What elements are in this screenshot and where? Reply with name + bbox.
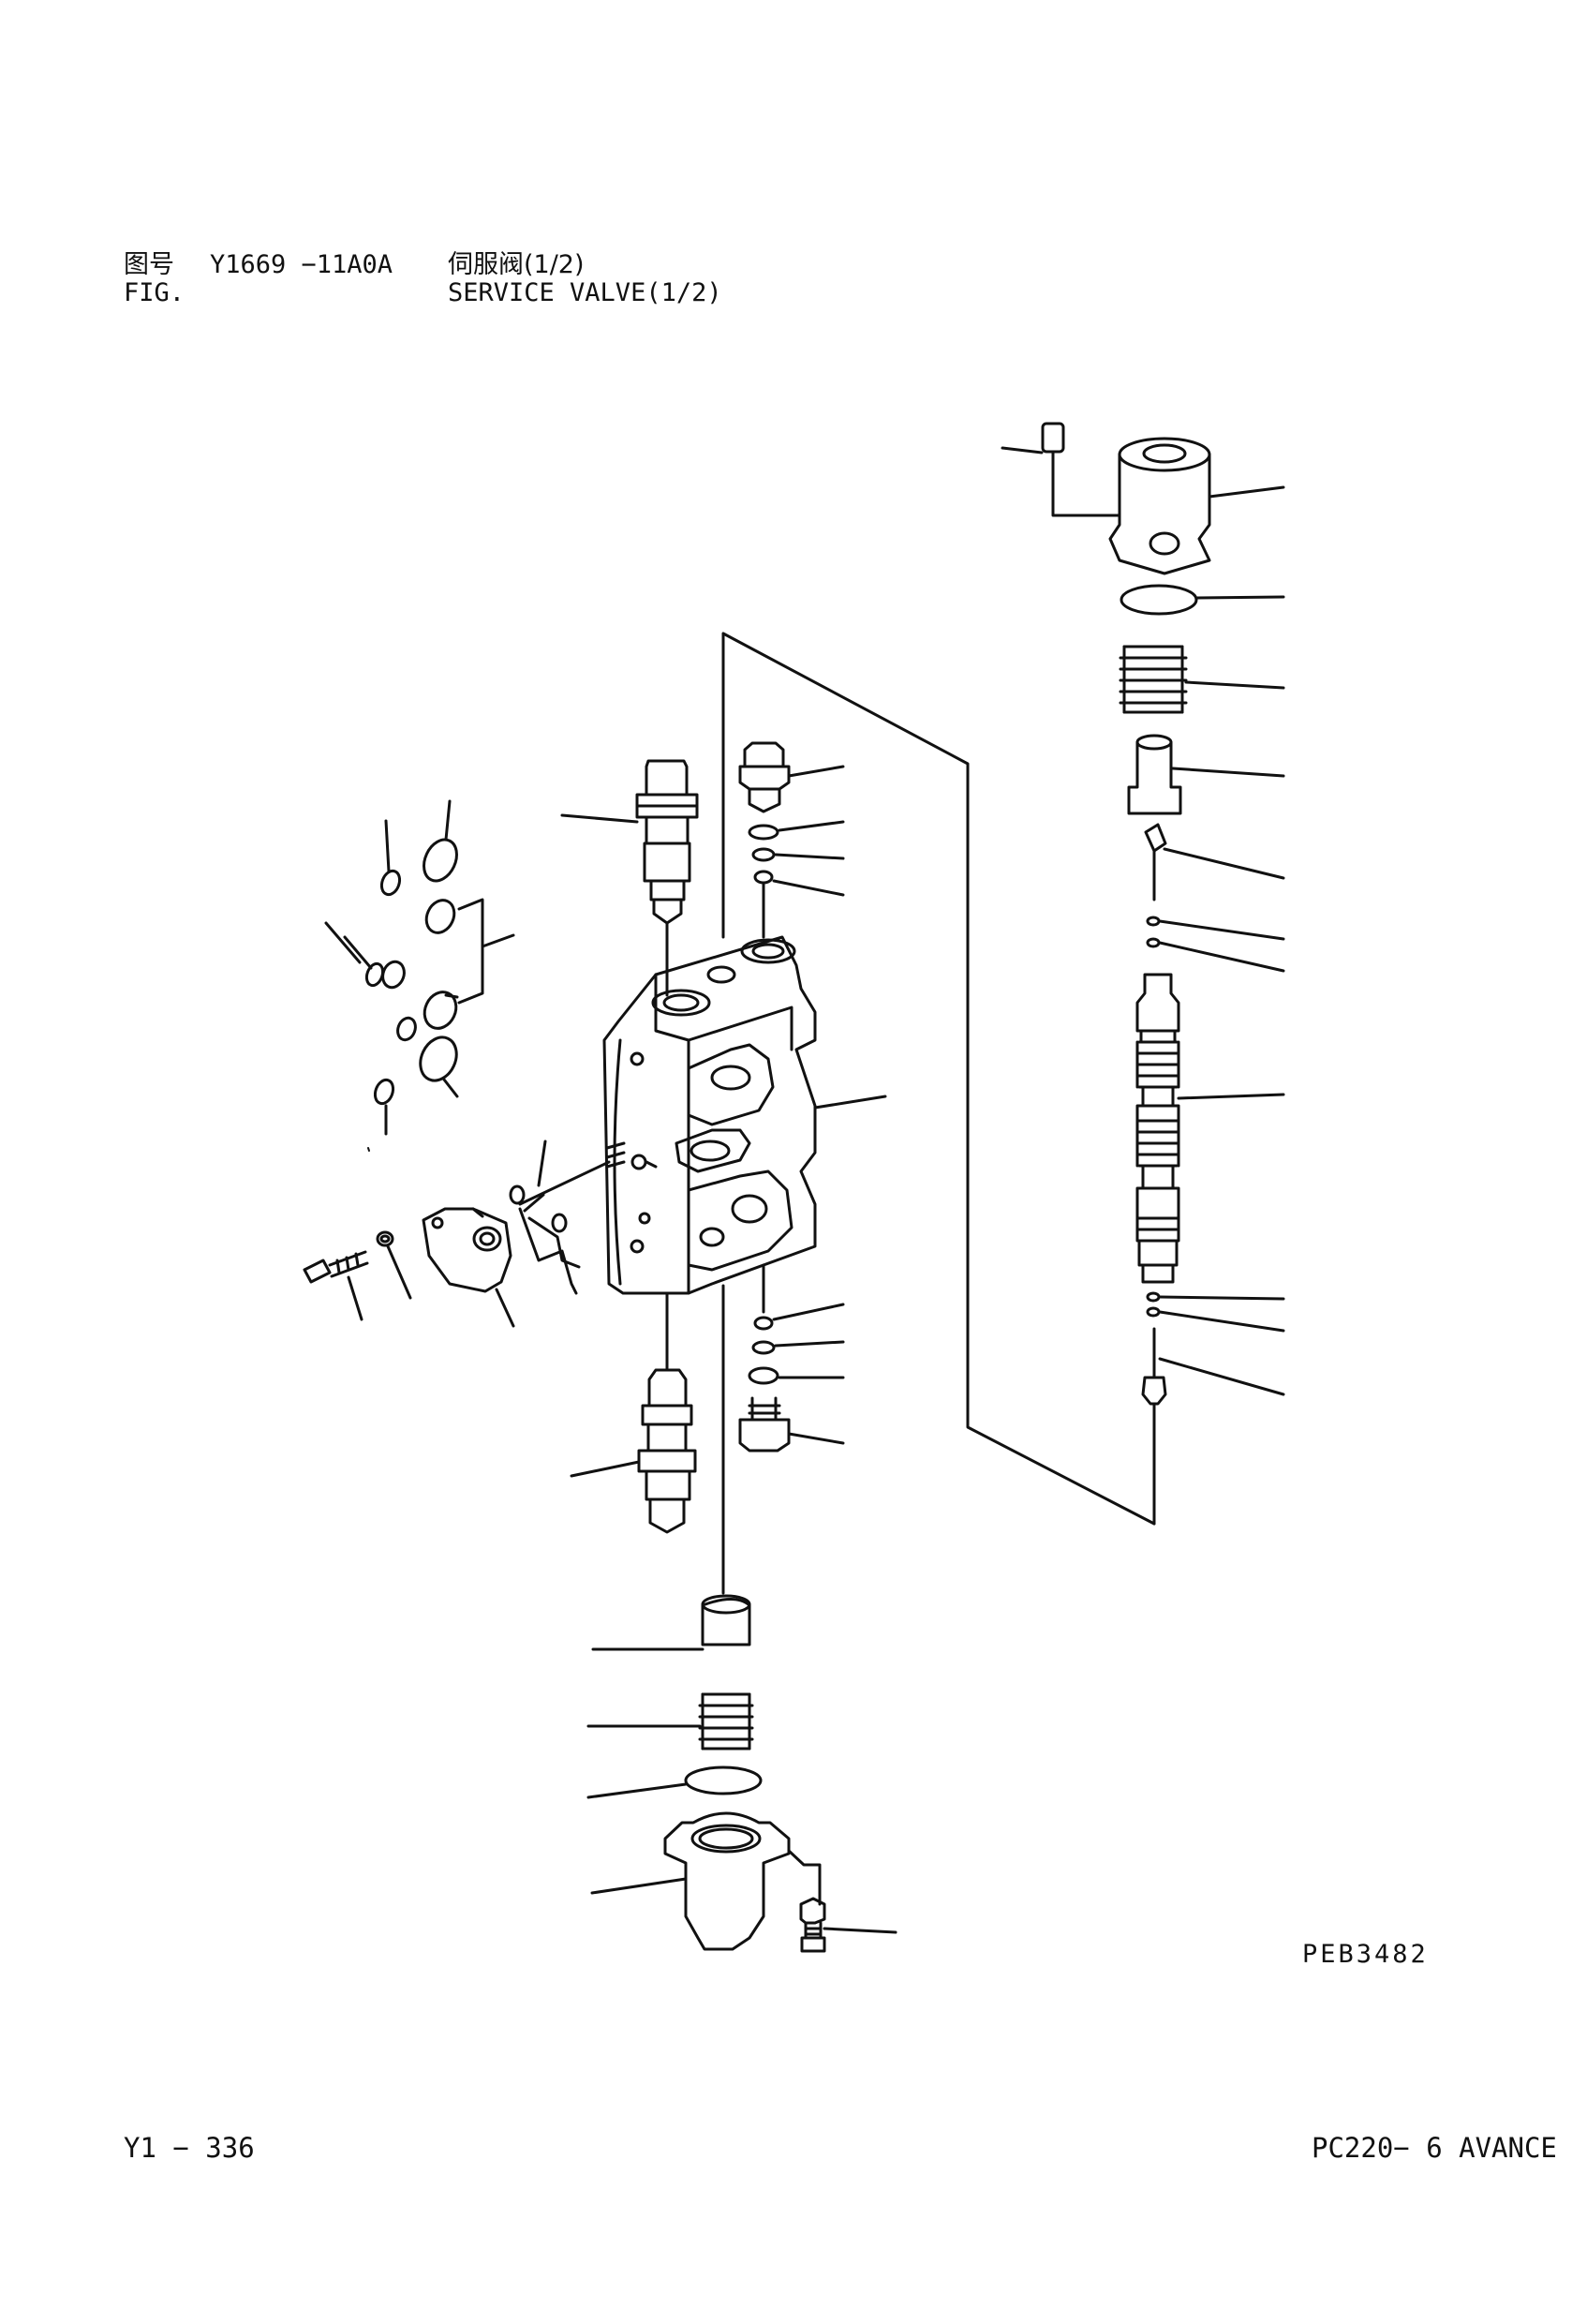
relief-valve-top	[560, 759, 699, 997]
assembly-frame-lines	[721, 632, 1156, 1526]
side-cover	[303, 1140, 611, 1328]
bottom-stack	[586, 1284, 897, 1953]
spring-seat-top	[1127, 734, 1285, 815]
figure-number: Y1669 −11A0A	[210, 250, 393, 279]
pin-bottom	[1141, 1327, 1285, 1526]
plug-top	[738, 741, 845, 939]
relief-valve-bottom	[570, 1291, 697, 1534]
stray-mark	[367, 1147, 370, 1152]
o-rings-left	[324, 799, 515, 1136]
drawing-code: PEB3482	[1302, 1940, 1429, 1969]
figure-title-en: SERVICE VALVE(1/2)	[448, 278, 722, 307]
figure-label-en: FIG.	[124, 278, 185, 307]
figure-header: 图号 Y1669 −11A0A 伺服阀(1/2) FIG. SERVICE VALVE…	[124, 251, 722, 307]
upper-right-assembly	[1001, 422, 1285, 1526]
page-number: Y1 − 336	[124, 2132, 255, 2164]
small-rings-top	[1146, 916, 1285, 973]
spring-top	[1119, 645, 1285, 714]
pin-top	[1144, 823, 1285, 901]
valve-cap-top	[1051, 437, 1285, 575]
valve-body	[602, 935, 887, 1295]
small-bolt-top	[1001, 422, 1065, 478]
figure-title-cn: 伺服阀(1/2)	[448, 250, 585, 279]
o-ring-top	[1120, 584, 1285, 616]
header-row-cn: 图号 Y1669 −11A0A 伺服阀(1/2)	[124, 251, 722, 279]
header-row-en: FIG. SERVICE VALVE(1/2)	[124, 279, 722, 307]
spool	[1135, 973, 1285, 1284]
figure-label-cn: 图号	[124, 250, 174, 279]
plug-bottom	[738, 1263, 845, 1452]
small-rings-lower	[1146, 1291, 1285, 1333]
machine-model: PC220− 6 AVANCE	[1312, 2132, 1557, 2164]
